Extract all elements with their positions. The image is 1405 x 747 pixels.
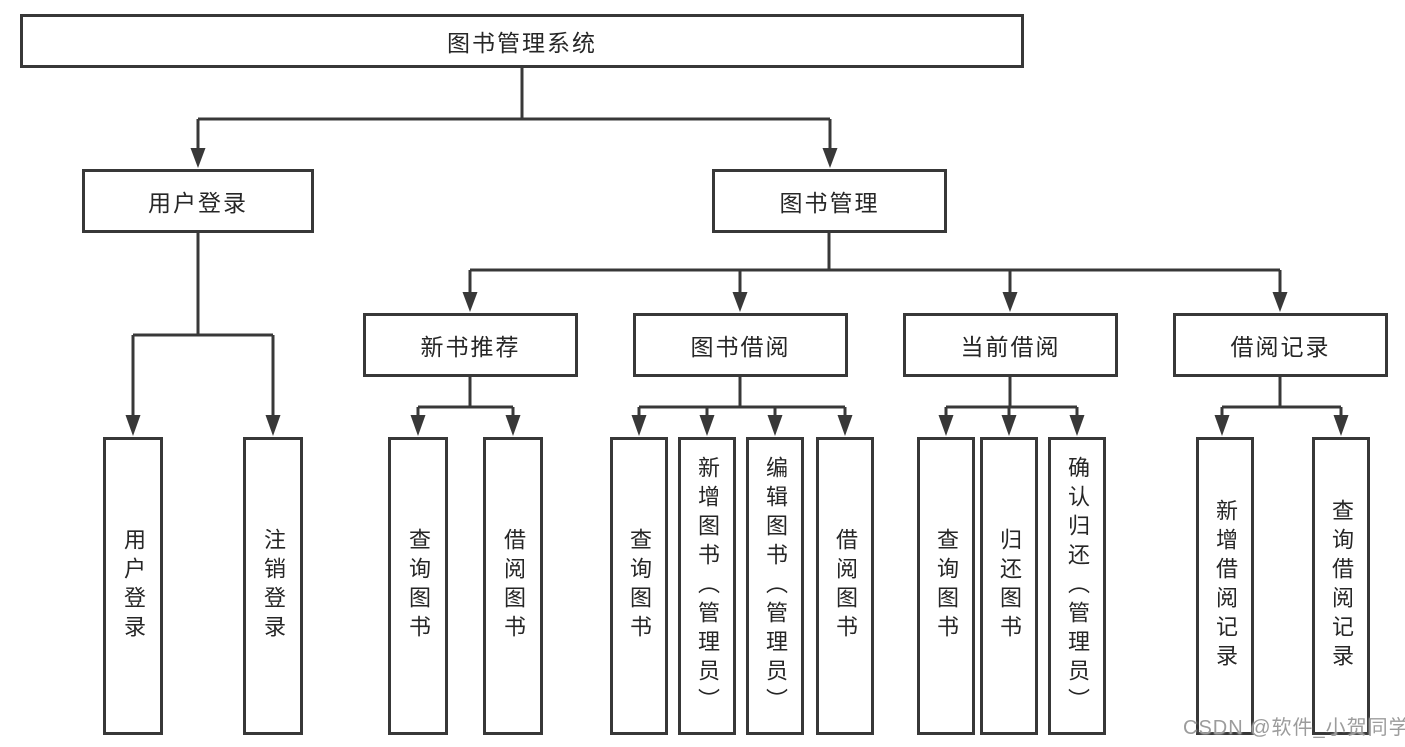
leaf-query-books-borrowing-label: 查询图书: [627, 528, 652, 644]
connector-userlogin-to-leaves: [125, 233, 281, 436]
node-new-book-recommend-label: 新书推荐: [420, 334, 521, 360]
leaf-edit-book-admin-label: 编辑图书（管理员）: [763, 455, 788, 717]
connector-bookborrow-to-leaves: [631, 377, 853, 436]
leaf-query-books-borrowing: 查询图书: [610, 437, 668, 735]
connector-root-to-level2: [190, 68, 838, 168]
leaf-user-login: 用户登录: [103, 437, 163, 735]
csdn-watermark: CSDN @软件_小贺同学: [1183, 717, 1405, 739]
leaf-query-books-recommend-label: 查询图书: [406, 528, 431, 644]
leaf-add-book-admin: 新增图书（管理员）: [678, 437, 736, 735]
leaf-add-borrow-record-label: 新增借阅记录: [1213, 499, 1238, 673]
leaf-query-borrow-record-label: 查询借阅记录: [1329, 499, 1354, 673]
leaf-return-book-label: 归还图书: [997, 528, 1022, 644]
node-current-borrowing: 当前借阅: [903, 313, 1118, 377]
node-book-borrowing: 图书借阅: [633, 313, 848, 377]
node-user-login-label: 用户登录: [148, 190, 248, 216]
node-book-management-label: 图书管理: [779, 190, 880, 216]
connector-currentborrow-to-leaves: [938, 377, 1085, 436]
node-borrowing-records-label: 借阅记录: [1230, 334, 1331, 360]
node-user-login: 用户登录: [82, 169, 314, 233]
leaf-borrow-books-recommend: 借阅图书: [483, 437, 543, 735]
leaf-borrow-books-borrowing: 借阅图书: [816, 437, 874, 735]
node-book-management: 图书管理: [712, 169, 947, 233]
leaf-user-login-label: 用户登录: [121, 528, 146, 644]
leaf-add-book-admin-label: 新增图书（管理员）: [695, 455, 720, 717]
leaf-query-books-current-label: 查询图书: [934, 528, 959, 644]
leaf-borrow-books-borrowing-label: 借阅图书: [833, 528, 858, 644]
node-book-borrowing-label: 图书借阅: [690, 334, 791, 360]
leaf-query-books-recommend: 查询图书: [388, 437, 448, 735]
node-current-borrowing-label: 当前借阅: [960, 334, 1061, 360]
connector-records-to-leaves: [1214, 377, 1349, 436]
leaf-confirm-return-admin-label: 确认归还（管理员）: [1065, 455, 1090, 717]
node-borrowing-records: 借阅记录: [1173, 313, 1388, 377]
leaf-query-borrow-record: 查询借阅记录: [1312, 437, 1370, 735]
connector-newbook-to-leaves: [410, 377, 521, 436]
leaf-logout: 注销登录: [243, 437, 303, 735]
leaf-logout-label: 注销登录: [261, 528, 286, 644]
leaf-add-borrow-record: 新增借阅记录: [1196, 437, 1254, 735]
leaf-return-book: 归还图书: [980, 437, 1038, 735]
leaf-edit-book-admin: 编辑图书（管理员）: [746, 437, 804, 735]
connector-bookmgmt-to-level3: [462, 233, 1288, 312]
node-new-book-recommend: 新书推荐: [363, 313, 578, 377]
leaf-borrow-books-recommend-label: 借阅图书: [501, 528, 526, 644]
node-system-root: 图书管理系统: [20, 14, 1024, 68]
node-system-root-label: 图书管理系统: [447, 30, 597, 56]
leaf-query-books-current: 查询图书: [917, 437, 975, 735]
leaf-confirm-return-admin: 确认归还（管理员）: [1048, 437, 1106, 735]
